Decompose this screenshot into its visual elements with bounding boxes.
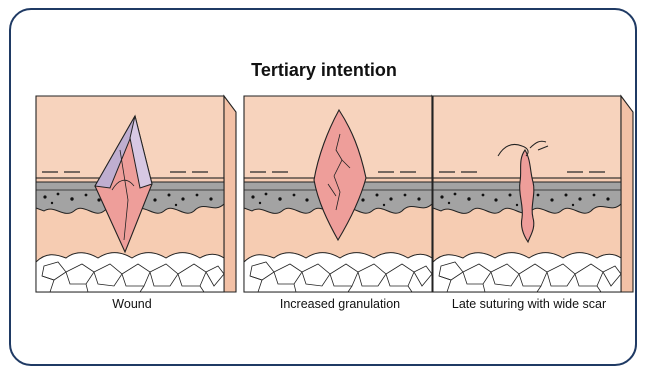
caption-wound: Wound: [32, 297, 232, 311]
panel-late-suturing: [433, 96, 633, 292]
panel-wound: [36, 96, 236, 292]
caption-late-suturing: Late suturing with wide scar: [429, 297, 629, 311]
panel-increased-granulation: [244, 96, 444, 292]
caption-increased-granulation: Increased granulation: [240, 297, 440, 311]
